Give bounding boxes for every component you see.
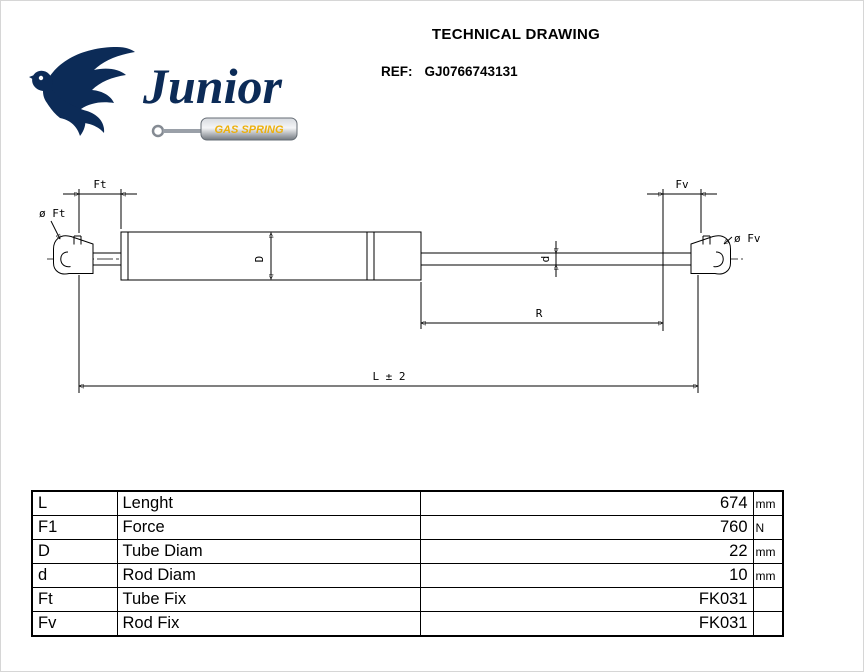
row-name: Tube Diam [116, 539, 421, 564]
row-unit: mm [752, 563, 784, 588]
table-row-tube-diam: D Tube Diam 22 mm [31, 539, 784, 564]
row-unit: mm [752, 539, 784, 564]
row-unit: N [752, 515, 784, 540]
dim-label-L: L ± 2 [372, 370, 405, 383]
table-row-rod-diam: d Rod Diam 10 mm [31, 563, 784, 588]
junior-logo: Junior GAS SPRING [29, 39, 319, 154]
row-unit [752, 587, 784, 612]
page-title: TECHNICAL DRAWING [431, 26, 601, 43]
dia-label-fv: ø Fv [734, 232, 761, 245]
row-unit: mm [752, 490, 784, 516]
row-symbol: L [31, 490, 118, 516]
spec-table: L Lenght 674 mm F1 Force 760 N D Tube Di… [31, 490, 784, 637]
dim-label-D: D [253, 256, 266, 263]
ref-line: REF: GJ0766743131 [381, 64, 518, 79]
table-row-force: F1 Force 760 N [31, 515, 784, 540]
gas-spring-graphic: GAS SPRING [151, 117, 298, 141]
row-value: 760 [419, 515, 754, 540]
row-name: Lenght [116, 490, 421, 516]
row-name: Tube Fix [116, 587, 421, 612]
row-value: FK031 [419, 611, 754, 637]
dim-label-ft: Ft [93, 178, 106, 191]
spring-rod [163, 129, 203, 133]
left-fitting [53, 235, 121, 275]
ref-label: REF: [381, 64, 413, 79]
row-value: FK031 [419, 587, 754, 612]
row-value: 674 [419, 490, 754, 516]
spring-body [200, 117, 298, 141]
row-symbol: Ft [31, 587, 118, 612]
row-symbol: F1 [31, 515, 118, 540]
row-unit [752, 611, 784, 637]
row-symbol: D [31, 539, 118, 564]
gas-spring-drawing: Ft Fv ø Ft ø Fv D [39, 178, 761, 393]
dim-label-d: d [539, 256, 552, 263]
callout-dia-fv: ø Fv [724, 232, 761, 245]
dimension-R: R [421, 282, 663, 329]
row-name: Rod Fix [116, 611, 421, 637]
row-name: Rod Diam [116, 563, 421, 588]
right-fitting [690, 235, 731, 275]
dim-label-R: R [536, 307, 543, 320]
dimension-L: L ± 2 [79, 275, 698, 393]
dim-label-fv: Fv [675, 178, 689, 191]
ref-value: GJ0766743131 [424, 64, 518, 79]
dimension-d: d [539, 241, 556, 277]
dimension-D: D [253, 233, 271, 279]
callout-dia-ft: ø Ft [39, 207, 66, 239]
brand-tagline: GAS SPRING [214, 124, 284, 136]
eagle-icon [29, 47, 135, 136]
row-symbol: Fv [31, 611, 118, 637]
table-row-rod-fix: Fv Rod Fix FK031 [31, 611, 784, 637]
spring-eyelet [151, 124, 165, 138]
dia-label-ft: ø Ft [39, 207, 66, 220]
row-name: Force [116, 515, 421, 540]
row-value: 10 [419, 563, 754, 588]
row-value: 22 [419, 539, 754, 564]
row-symbol: d [31, 563, 118, 588]
brand-name: Junior [143, 58, 282, 114]
dimension-fv: Fv [647, 178, 717, 331]
dimension-ft: Ft [63, 178, 137, 233]
table-row-tube-fix: Ft Tube Fix FK031 [31, 587, 784, 612]
table-row-length: L Lenght 674 mm [31, 490, 784, 516]
